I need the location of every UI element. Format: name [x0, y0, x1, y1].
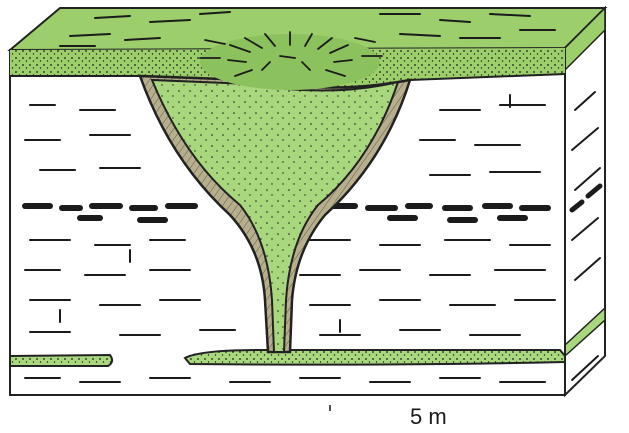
scale-label: 5 m [410, 404, 447, 429]
scale-bar: 5 m [330, 404, 447, 429]
